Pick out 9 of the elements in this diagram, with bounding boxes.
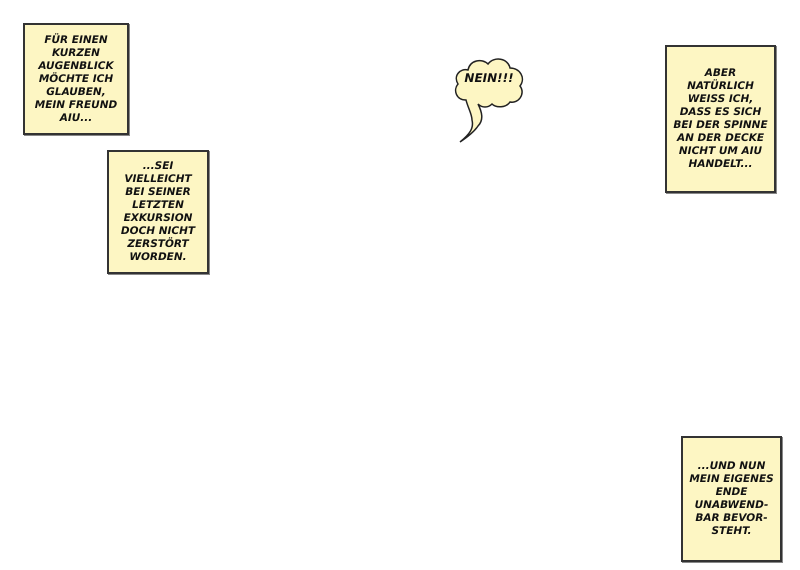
caption-box	[107, 150, 209, 274]
caption-text: ...UND NUN MEIN EIGENES ENDE UNABWEND-BAR BEVOR-STEHT.	[689, 460, 774, 538]
caption-box	[23, 23, 129, 135]
exclamation-text: NEIN!!!	[463, 72, 515, 85]
caption-text: ABER NATÜRLICH WEISS ICH, DASS ES SICH BEI DER SPINNE AN DER DECKE NICHT UM AIU HANDELT...	[673, 67, 768, 171]
caption-box	[681, 436, 782, 562]
caption-box	[665, 45, 776, 193]
caption-text: ...SEI VIELLEICHT BEI SEINER LETZTEN EXKURSION DOCH NICHT ZERSTÖRT WORDEN.	[120, 160, 197, 264]
caption-text: FÜR EINEN KURZEN AUGENBLICK MÖCHTE ICH GLAUBEN, MEIN FREUND AIU...	[34, 34, 118, 124]
